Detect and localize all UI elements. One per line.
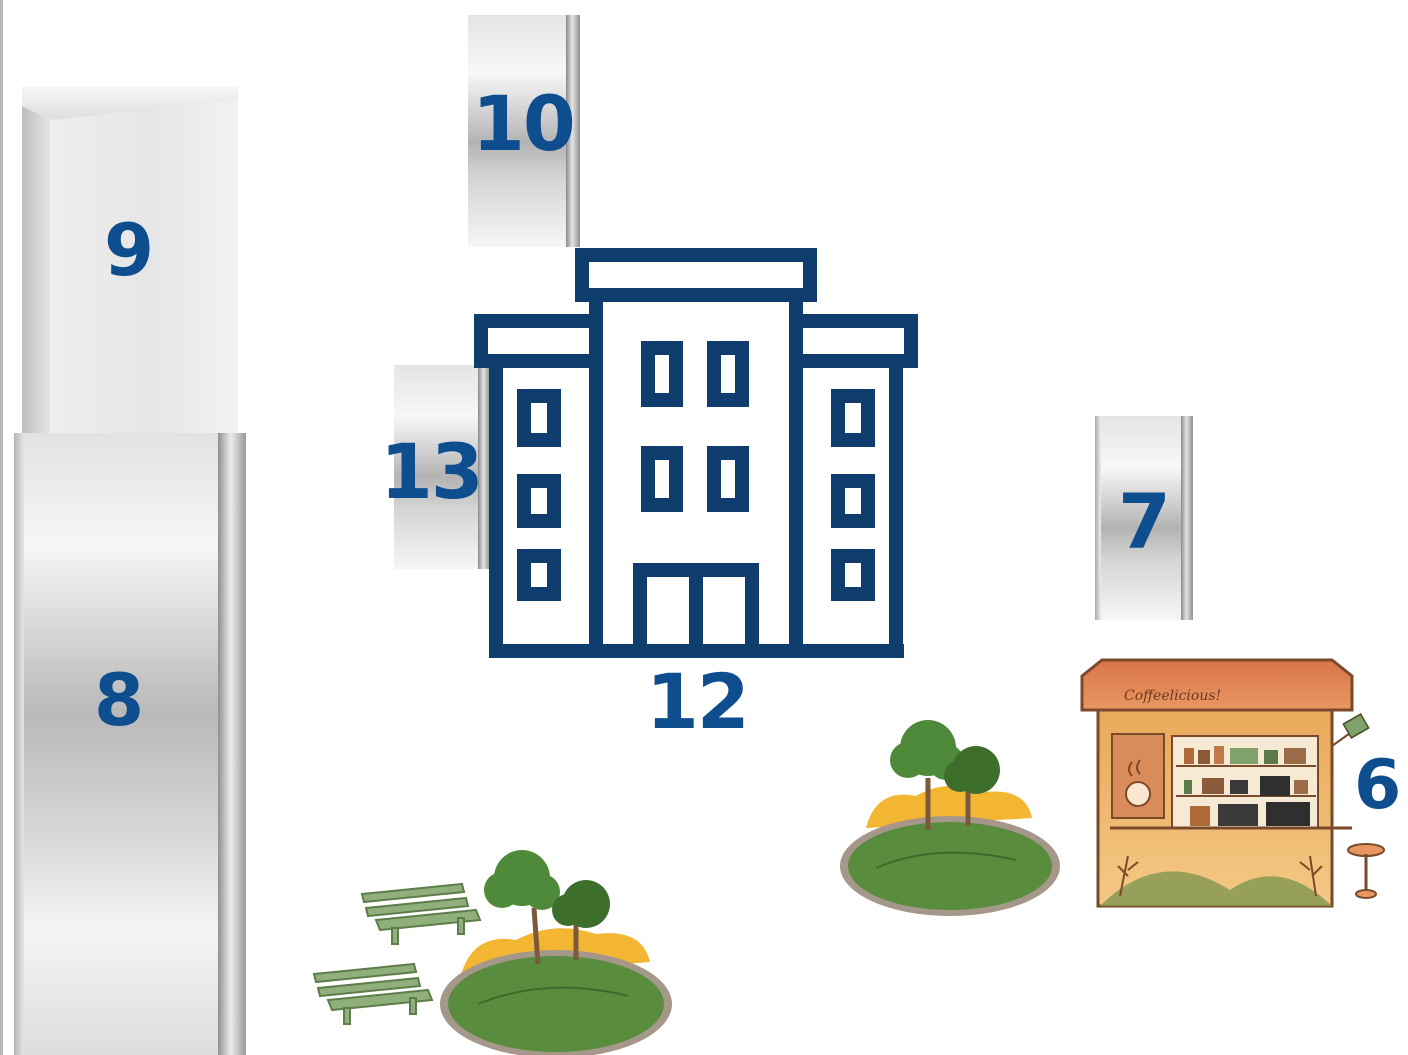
pillar-left-edge	[1095, 416, 1101, 620]
block-10-label: 10	[472, 86, 574, 162]
pillar-edge	[218, 433, 246, 1055]
bench-icon	[358, 878, 486, 948]
building-12-label: 12	[646, 664, 748, 740]
pillar-side	[22, 86, 50, 436]
bench-icon	[310, 958, 438, 1028]
block-8-pillar[interactable]	[14, 433, 246, 1055]
pillar-edge	[1181, 416, 1193, 620]
park-tree-icon	[836, 718, 1068, 922]
block-8-label: 8	[94, 664, 142, 736]
kiosk-sign: Coffeelicious!	[1124, 688, 1221, 704]
block-13-label: 13	[380, 434, 482, 510]
block-7-label: 7	[1118, 484, 1169, 560]
office-building-icon[interactable]	[474, 248, 918, 658]
pillar-side	[14, 433, 24, 1055]
block-9-label: 9	[104, 214, 152, 286]
pillar-face	[14, 433, 246, 1055]
coffee-kiosk-icon[interactable]: Coffeelicious!	[1080, 656, 1390, 910]
kiosk-6-label: 6	[1354, 752, 1399, 820]
left-frame-border	[0, 0, 3, 1055]
